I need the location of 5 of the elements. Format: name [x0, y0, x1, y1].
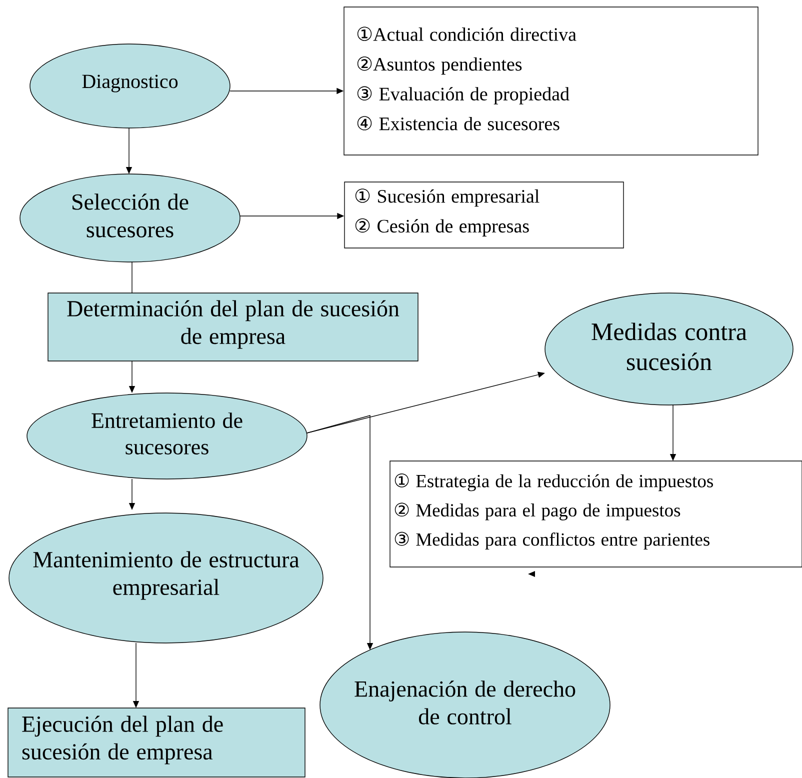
list-box: ①Actual condición directiva ②Asuntos pendientes ③ Evaluación de propiedad ④ Existencia de sucesores: [344, 6, 758, 156]
list-box: ① Estrategia de la reducción de impuestos ② Medidas para el pago de impuestos ③ Medidas para conflictos entre parientes: [390, 460, 802, 568]
process-box: Ejecución del plan de sucesión de empresa: [8, 708, 306, 778]
process-box: Determinación del plan de sucesión de empresa: [48, 292, 418, 362]
list-box: ① Sucesión empresarial ② Cesión de empresas: [344, 182, 624, 248]
